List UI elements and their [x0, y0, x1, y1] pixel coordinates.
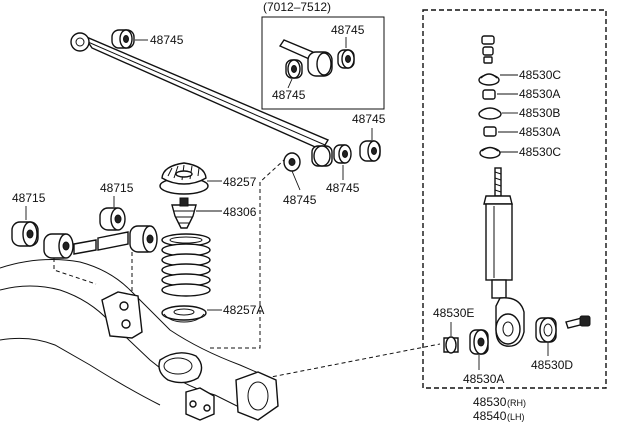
label-absorber-lh-side: (LH) — [507, 412, 525, 422]
label-absorber-rh-side: (RH) — [507, 398, 526, 408]
label-cushion-a-bottom: 48530A — [463, 372, 504, 386]
label-absorber-rh: 48530 — [473, 395, 507, 409]
shock-absorber — [483, 167, 525, 347]
shock-lower-cushions — [443, 315, 591, 355]
label-bush-mid-left: 48745 — [283, 193, 317, 207]
label-absorber-lh-num: 48540 — [473, 409, 507, 423]
lower-spring-seat — [161, 305, 207, 323]
label-spring-seat-lower: 48257A — [223, 303, 264, 317]
lateral-control-rod — [70, 32, 333, 167]
shock-top-hardware — [478, 35, 502, 159]
bushing-top — [111, 29, 135, 49]
label-cushion-c-top: 48530C — [519, 68, 561, 82]
label-bush-top: 48745 — [150, 33, 184, 47]
label-lower-bush-left: 48715 — [12, 191, 46, 205]
label-cushion-e: 48530E — [433, 306, 474, 320]
bushing-right — [359, 140, 381, 162]
label-cushion-a-mid: 48530A — [519, 125, 560, 139]
label-bump-stopper: 48306 — [223, 205, 257, 219]
label-bush-mid-right: 48745 — [326, 181, 360, 195]
label-cushion-c-bottom: 48530C — [519, 145, 561, 159]
inset-box — [261, 16, 385, 110]
label-lower-bush-right: 48715 — [100, 181, 134, 195]
label-inset-bush-a: 48745 — [331, 23, 365, 37]
inset-bushing-assembly — [278, 39, 355, 79]
inset-heading: (7012–7512) — [263, 0, 331, 14]
label-cushion-a-top: 48530A — [519, 87, 560, 101]
label-inset-bush-b: 48745 — [272, 88, 306, 102]
shock-absorber-group-box — [422, 9, 607, 389]
bump-stopper — [171, 197, 197, 229]
axle-housing — [0, 259, 279, 421]
lower-arm-bushings — [11, 207, 158, 259]
label-absorber-lh: 48540 — [473, 409, 507, 423]
bushing-mid-left — [283, 152, 301, 172]
label-cushion-b: 48530B — [519, 106, 560, 120]
coil-spring — [161, 233, 211, 297]
label-absorber-rh-num: 48530 — [473, 395, 507, 409]
upper-spring-seat — [159, 162, 209, 195]
label-cushion-d: 48530D — [531, 358, 573, 372]
label-bush-right: 48745 — [352, 112, 386, 126]
bushing-mid-right — [333, 144, 352, 164]
label-spring-seat-upper: 48257 — [223, 175, 257, 189]
